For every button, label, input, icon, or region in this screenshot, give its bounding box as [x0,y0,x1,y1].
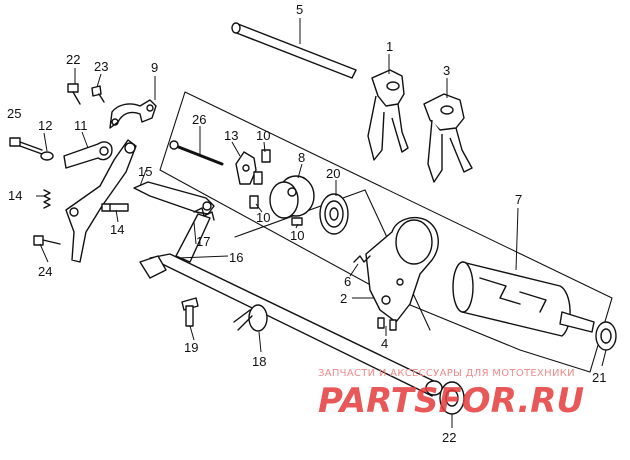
bolt-19 [181,297,199,327]
bolt-22 [67,83,81,105]
callout-6: 6 [344,274,351,289]
assembly-frame [159,91,613,373]
collar-18 [233,304,268,332]
callout-14: 14 [8,188,22,203]
bracket-9 [109,99,157,129]
callout-12: 12 [38,118,52,133]
callout-1: 1 [386,39,393,54]
callout-8: 8 [298,150,305,165]
callout-2: 2 [340,291,347,306]
guide-plate-2 [365,216,439,323]
callout-22: 22 [442,430,456,445]
bolt-25 [9,137,43,155]
callout-20: 20 [326,166,340,181]
callout-9: 9 [151,60,158,75]
spring-17 [193,207,215,221]
watermark-tagline: ЗАПЧАСТИ И АКСЕССУАРЫ ДЛЯ МОТОТЕХНИКИ [318,368,575,379]
pins-4 [377,317,397,331]
spindle-26 [169,140,224,166]
shift-drum-cam-8 [269,175,315,219]
washer-12 [40,151,54,161]
shift-drum-7 [452,261,595,337]
callout-21: 21 [592,370,606,385]
callout-17: 17 [196,234,210,249]
callout-3: 3 [443,63,450,78]
watermark-brand: PARTSFOR.RU [318,381,584,421]
leader-lines [36,18,607,428]
callout-25: 25 [7,106,21,121]
callouts: 5 1 3 22 23 9 25 12 11 26 13 10 8 20 15 … [7,2,606,445]
clip-6 [353,255,371,263]
bolt-23 [91,85,105,103]
star-plate-13 [235,151,257,185]
callout-10: 10 [290,228,304,243]
callout-11: 11 [74,118,88,133]
shift-arm-15 [133,181,215,215]
shift-fork-1 [367,69,409,161]
callout-7: 7 [515,192,522,207]
spring-14 [43,189,51,209]
gearshift-linkage-plate [65,139,137,263]
callout-19: 19 [184,340,198,355]
callout-10: 10 [256,128,270,143]
bearing-21 [595,321,617,351]
bearing-20 [319,193,349,235]
shift-fork-shaft [231,22,357,79]
shift-fork-3 [423,93,473,183]
callout-13: 13 [224,128,238,143]
callout-16: 16 [229,250,243,265]
callout-18: 18 [252,354,266,369]
pin-14 [101,203,129,212]
callout-22: 22 [66,52,80,67]
callout-26: 26 [192,112,206,127]
callout-15: 15 [138,164,152,179]
callout-5: 5 [296,2,303,17]
gearshift-spindle-16 [139,213,443,397]
stopper-arm-11 [63,141,113,169]
callout-24: 24 [38,264,52,279]
callout-10: 10 [256,210,270,225]
callout-23: 23 [94,59,108,74]
callout-4: 4 [381,336,388,351]
oil-seal-22 [439,381,465,415]
bolt-24 [33,235,61,246]
callout-14: 14 [110,222,124,237]
